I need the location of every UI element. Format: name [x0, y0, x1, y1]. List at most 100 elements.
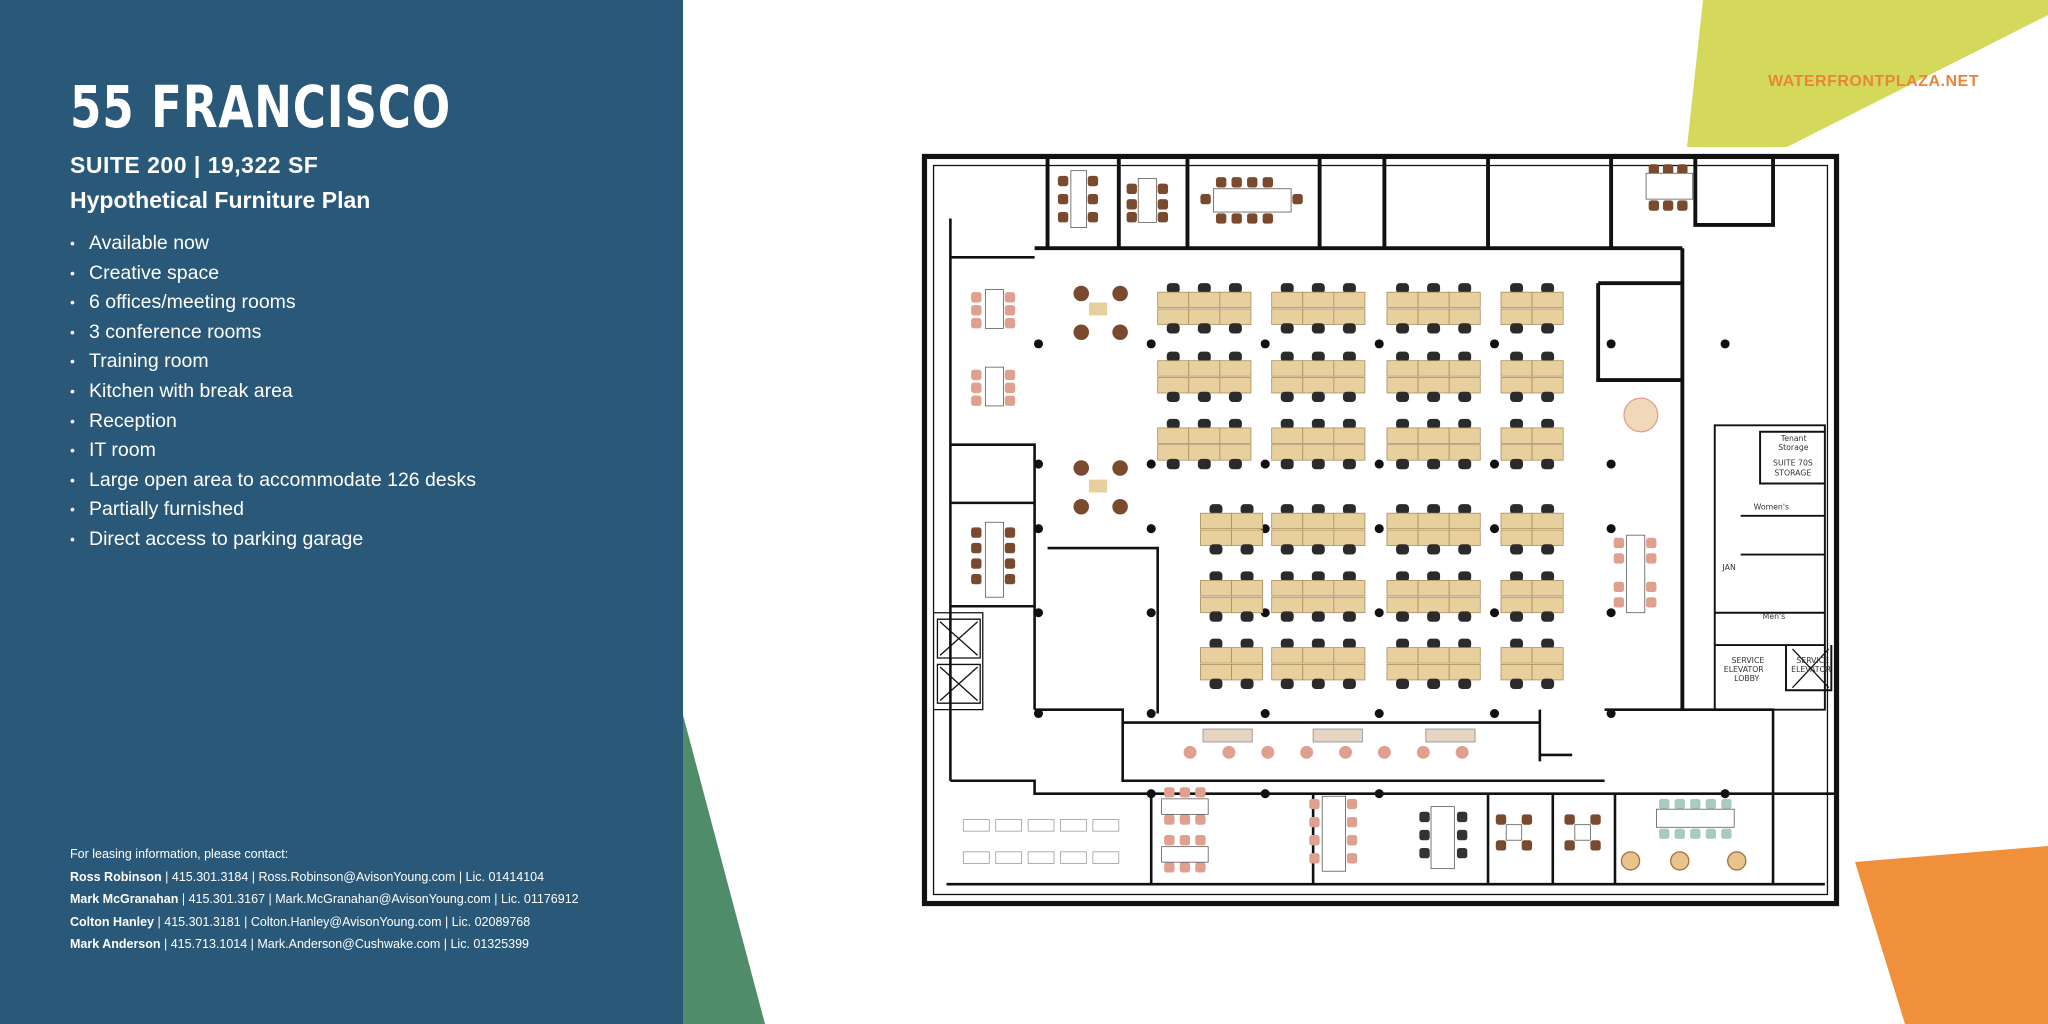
label-suite-70s: SUITE 70S: [1773, 458, 1813, 467]
task-chair: [1280, 283, 1294, 294]
lime-shape: [1687, 0, 2048, 147]
chair: [1646, 537, 1657, 549]
chair: [971, 382, 982, 393]
chair: [1495, 814, 1507, 825]
feature-item: •Partially furnished: [70, 495, 476, 525]
task-chair: [1240, 504, 1254, 515]
task-chair: [1311, 391, 1325, 403]
meeting-table: [1645, 164, 1694, 211]
desk: [1333, 308, 1366, 325]
desk: [1302, 427, 1335, 444]
task-chair: [1228, 418, 1242, 430]
column: [1146, 339, 1156, 349]
column: [1033, 459, 1044, 469]
contact-row: Colton Hanley | 415.301.3181 | Colton.Ha…: [70, 911, 579, 934]
contact-details: | 415.301.3184 | Ross.Robinson@AvisonYou…: [161, 869, 545, 884]
desk: [1188, 444, 1221, 461]
task-chair: [1311, 283, 1325, 294]
lounge-chair: [1112, 285, 1128, 302]
chair: [1456, 847, 1468, 859]
feature-item: •Reception: [70, 407, 476, 437]
desk: [1500, 308, 1533, 325]
meeting-table: [1161, 787, 1209, 825]
desk: [1386, 377, 1419, 394]
task-chair: [1228, 323, 1242, 334]
task-chair: [1541, 544, 1555, 555]
chair: [971, 395, 982, 406]
chair: [1004, 292, 1016, 303]
feature-item: •Creative space: [70, 259, 476, 289]
desk: [1500, 664, 1533, 681]
column: [1146, 608, 1156, 618]
column: [1606, 339, 1616, 349]
desk: [1231, 664, 1263, 681]
column: [1720, 339, 1730, 349]
task-chair: [1458, 611, 1472, 622]
training-desk: [962, 851, 990, 864]
desk: [1157, 427, 1190, 444]
feature-text: Reception: [89, 409, 177, 432]
desk: [1271, 360, 1304, 377]
desk: [1271, 647, 1304, 664]
column: [1374, 524, 1384, 534]
lounge-seat: [1670, 851, 1690, 871]
desk: [1188, 308, 1221, 325]
task-chair: [1427, 323, 1441, 334]
column: [1033, 524, 1044, 534]
desk: [1386, 444, 1419, 461]
desk: [1500, 529, 1533, 546]
task-chair: [1427, 638, 1441, 649]
column: [1146, 524, 1156, 534]
task-chair: [1396, 283, 1410, 294]
contact-intro: For leasing information, please contact:: [70, 847, 289, 861]
sofa: [1312, 728, 1363, 743]
task-chair: [1541, 283, 1555, 294]
contact-row: Mark McGranahan | 415.301.3167 | Mark.Mc…: [70, 888, 579, 911]
meeting-table: [1656, 798, 1735, 839]
task-chair: [1280, 418, 1294, 430]
desk: [1302, 360, 1335, 377]
task-chair: [1458, 323, 1472, 334]
task-chair: [1166, 458, 1180, 470]
desk: [1231, 512, 1263, 530]
desk-cluster: [1500, 504, 1564, 555]
room-labels: Tenant Storage SUITE 70S STORAGE Women's…: [1722, 434, 1832, 683]
desk: [1271, 427, 1304, 444]
table: [1656, 808, 1735, 828]
desk-cluster: [1500, 638, 1564, 689]
chair: [1004, 558, 1016, 569]
task-chair: [1311, 638, 1325, 649]
website-link[interactable]: WATERFRONTPLAZA.NET: [1768, 73, 1979, 90]
desk-cluster: [1271, 571, 1366, 622]
task-chair: [1396, 544, 1410, 555]
desk: [1219, 444, 1252, 461]
feature-text: Available now: [89, 232, 209, 254]
chair: [1200, 193, 1211, 205]
chair: [1004, 318, 1016, 329]
task-chair: [1166, 351, 1180, 362]
chair: [1057, 175, 1069, 187]
desk-cluster: [1271, 638, 1366, 689]
desk-cluster: [1500, 418, 1564, 470]
training-desk: [1027, 851, 1055, 864]
desk: [1231, 647, 1263, 664]
chair: [1346, 816, 1358, 828]
sofa: [1425, 728, 1476, 743]
bullet: •: [70, 294, 75, 311]
desk: [1200, 664, 1232, 681]
desk: [1333, 512, 1366, 530]
chair: [1309, 816, 1320, 828]
column: [1489, 524, 1500, 534]
table: [1070, 170, 1087, 228]
bullet: •: [70, 471, 75, 488]
desk: [1302, 377, 1335, 394]
task-chair: [1541, 638, 1555, 649]
task-chair: [1197, 418, 1211, 430]
desk: [1386, 427, 1419, 444]
bullet: •: [70, 442, 75, 459]
task-chair: [1458, 418, 1472, 430]
task-chair: [1427, 678, 1441, 689]
plan-name: Hypothetical Furniture Plan: [70, 187, 371, 213]
task-chair: [1209, 678, 1223, 689]
